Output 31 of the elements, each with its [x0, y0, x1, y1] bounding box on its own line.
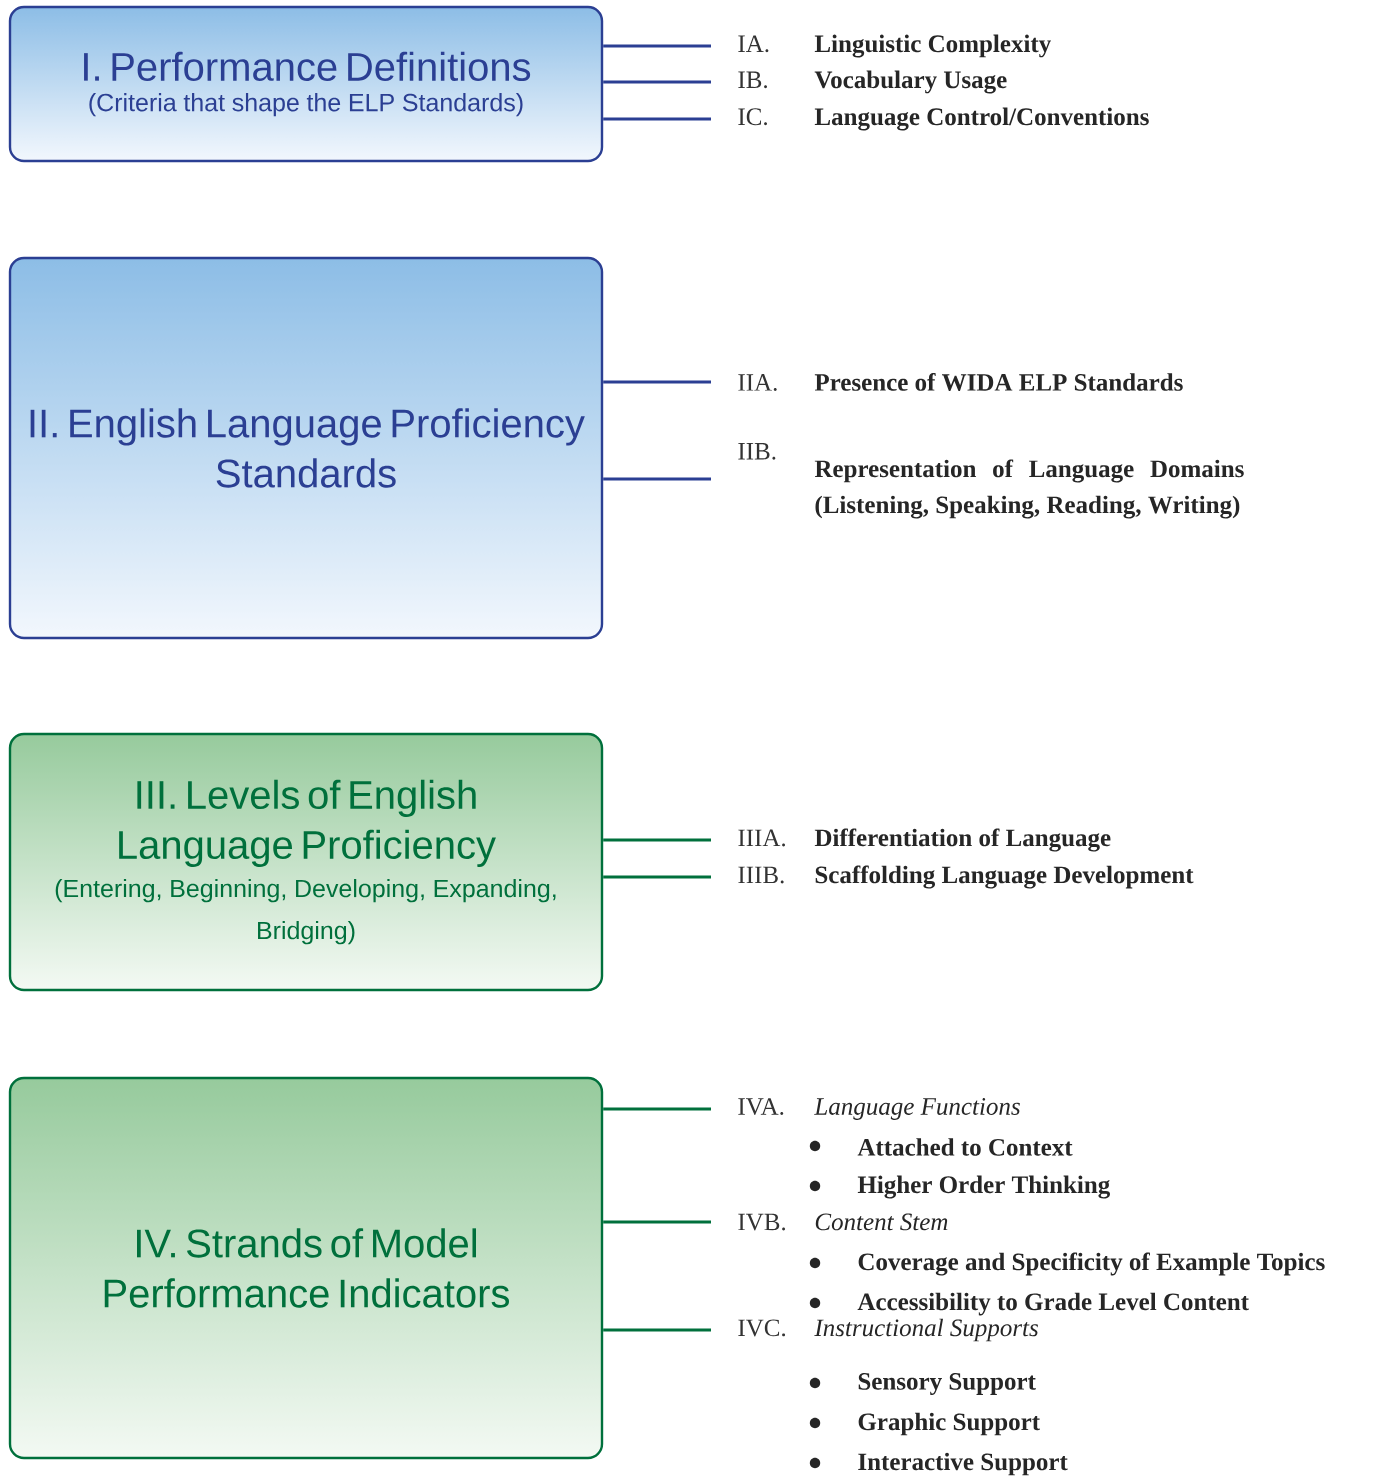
bullet-item: Sensory Support: [858, 1373, 1036, 1395]
connector-line: [603, 838, 711, 842]
list-item: IIA. Presence of WIDA ELP Standards: [738, 373, 1183, 391]
list-item: IA. Linguistic Complexity: [738, 34, 1051, 58]
list-item: IVB. Content Stem: [738, 1213, 948, 1231]
connector-line: [603, 80, 711, 84]
bullet-item: Higher Order Thinking: [857, 1175, 1110, 1199]
list-item: IVC. Instructional Supports: [738, 1318, 1038, 1342]
bullet-item: Attached to Context: [857, 1138, 1073, 1156]
bullet-item: Interactive Support: [858, 1452, 1068, 1476]
list-item: IC. Language Control/Conventions: [738, 107, 1149, 131]
bullet-item: Coverage and Specificity of Example Topics: [858, 1252, 1325, 1276]
section-box: II. English Language Proficiency Standards: [8, 256, 604, 640]
connector-line: [603, 875, 711, 879]
connector-line: [603, 380, 711, 384]
section-box: IV. Strands of Model Performance Indicators: [8, 1076, 604, 1460]
connector-line: [603, 1107, 711, 1111]
connector-line: [603, 1220, 711, 1224]
list-item: IIIB. Scaffolding Language Development: [738, 865, 1194, 889]
section-box: I. Performance Definitions (Criteria that shape the ELP Standards): [8, 5, 604, 163]
bullet-item: Accessibility to Grade Level Content: [857, 1292, 1249, 1316]
connector-line: [603, 44, 711, 48]
connector-line: [603, 477, 711, 481]
section-box: III. Levels of English Language Proficiency (Entering, Beginning, Developing, Expanding, Bridging): [8, 732, 604, 992]
bullet-item: Graphic Support: [858, 1412, 1040, 1436]
list-item: IIIA. Differentiation of Language: [738, 828, 1111, 852]
list-item: IIB. Representation of Language Domains (Listening, Speaking, Reading, Writing): [738, 443, 1244, 519]
list-item: IVA. Language Functions: [738, 1098, 1020, 1120]
connector-line: [603, 1328, 711, 1332]
connector-line: [603, 117, 711, 121]
list-item: IB. Vocabulary Usage: [738, 70, 1007, 94]
